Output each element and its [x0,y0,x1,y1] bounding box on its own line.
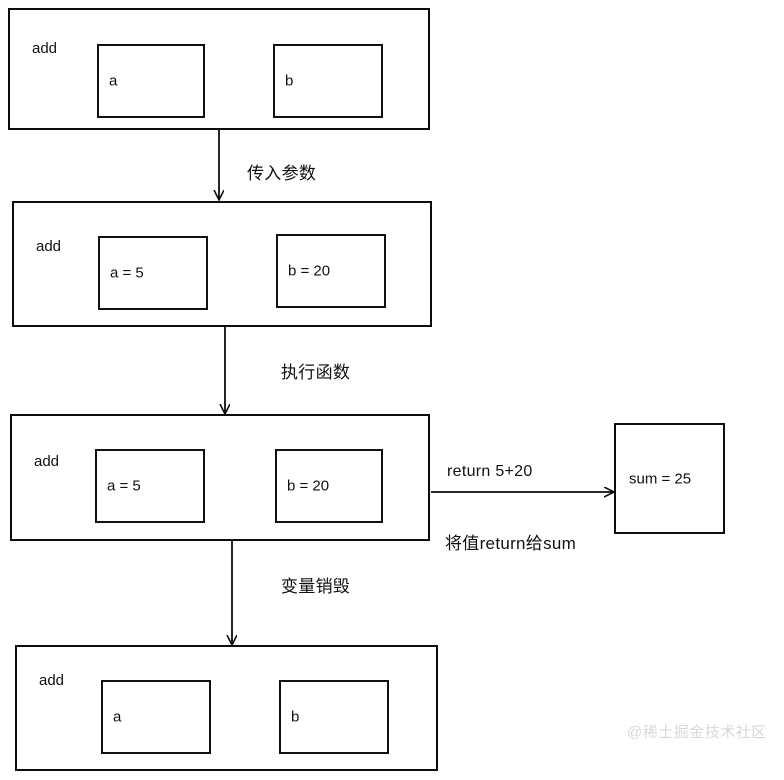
variable-slot-b[interactable]: b [273,44,383,118]
variable-slot-b[interactable]: b = 20 [276,234,386,308]
edge-label-return: return 5+20 [447,463,533,480]
variable-slot-b[interactable]: b = 20 [275,449,383,523]
variable-slot-b[interactable]: b [279,680,389,754]
edge-label-pass-args: 传入参数 [247,164,317,183]
variable-slot-a-label: a [113,708,122,726]
result-box-sum[interactable]: sum = 25 [614,423,725,534]
variable-slot-a-label: a [109,72,118,90]
stack-frame-destroyed[interactable]: add a b [15,645,438,771]
result-box-label: sum = 25 [629,470,692,487]
stack-frame-args-passed[interactable]: add a = 5 b = 20 [12,201,432,327]
frame-name-label: add [32,40,58,57]
stack-frame-initial[interactable]: add a b [8,8,430,130]
variable-slot-b-label: b [285,72,294,90]
variable-slot-a[interactable]: a = 5 [98,236,208,310]
frame-name-label: add [39,672,65,689]
frame-name-label: add [34,453,60,470]
variable-slot-b-label: b = 20 [287,477,330,495]
variable-slot-b-label: b [291,708,300,726]
variable-slot-a[interactable]: a = 5 [95,449,205,523]
edge-label-execute: 执行函数 [281,363,351,382]
variable-slot-b-label: b = 20 [288,262,331,280]
edge-label-destroy: 变量销毁 [281,577,351,596]
frame-name-label: add [36,238,62,255]
variable-slot-a[interactable]: a [97,44,205,118]
stack-frame-executing[interactable]: add a = 5 b = 20 [10,414,430,541]
edge-label-return-note: 将值return给sum [445,534,577,553]
watermark-label: @稀土掘金技术社区 [627,724,767,741]
variable-slot-a-label: a = 5 [107,477,141,495]
variable-slot-a-label: a = 5 [110,264,144,282]
variable-slot-a[interactable]: a [101,680,211,754]
